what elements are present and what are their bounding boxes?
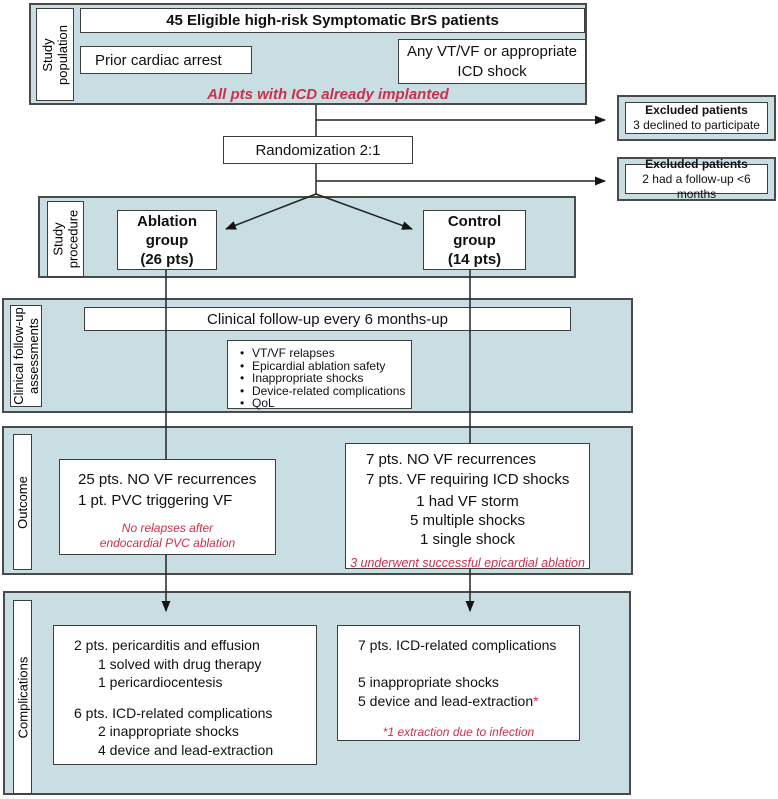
eligible-patients-box: 45 Eligible high-risk Symptomatic BrS pa…	[80, 8, 585, 33]
sidebar-label-line: Study	[40, 37, 55, 72]
assessment-item: Epicardial ablation safety	[234, 359, 407, 373]
outcome-section: Outcome 25 pts. NO VF recurrences 1 pt. …	[2, 426, 633, 575]
complication-line: 7 pts. ICD-related complications	[358, 637, 557, 653]
ablation-line: group	[145, 231, 189, 249]
excluded-patients-box-2: Excluded patients 2 had a follow-up <6 m…	[617, 157, 776, 201]
control-line: (14 pts)	[447, 250, 502, 268]
prior-cardiac-arrest-box: Prior cardiac arrest	[80, 46, 252, 74]
control-line: Control	[447, 212, 502, 230]
assessment-item: Inappropriate shocks	[234, 372, 407, 385]
complication-text: 5 device and lead-extraction	[358, 693, 534, 709]
complication-line: 5 inappropriate shocks	[358, 674, 499, 690]
assessment-item: VT/VF relapses	[234, 347, 407, 360]
excluded-2-title: Excluded patients	[645, 156, 748, 171]
complication-line: 1 pericardiocentesis	[98, 674, 223, 690]
outcome-subline: 1 had VF storm	[416, 493, 519, 510]
study-population-sidebar: Study population	[36, 8, 74, 101]
complications-ablation-box: 2 pts. pericarditis and effusion 1 solve…	[53, 625, 317, 765]
study-population-section: Study population 45 Eligible high-risk S…	[29, 3, 587, 105]
excluded-1-title: Excluded patients	[645, 103, 748, 117]
sidebar-label-line: Complications	[15, 656, 30, 738]
complication-line: 5 device and lead-extraction*	[358, 692, 579, 711]
vtvf-line: Any VT/VF or appropriate	[406, 42, 578, 60]
outcome-line: 25 pts. NO VF recurrences	[78, 471, 257, 488]
complications-control-note: *1 extraction due to infection	[358, 725, 579, 740]
ablation-line: (26 pts)	[140, 250, 194, 268]
note-line: endocardial PVC ablation	[99, 536, 236, 550]
assessment-item: Device-related complications	[234, 385, 407, 398]
complications-control-box: 7 pts. ICD-related complications 5 inapp…	[337, 625, 580, 741]
note-text: *1 extraction due to infection	[382, 725, 535, 739]
outcome-ablation-note: No relapses after endocardial PVC ablati…	[78, 521, 275, 551]
complication-line: 6 pts. ICD-related complications	[74, 704, 273, 721]
vtvf-shock-box: Any VT/VF or appropriate ICD shock	[398, 39, 586, 84]
eligible-patients-label: 45 Eligible high-risk Symptomatic BrS pa…	[166, 11, 499, 29]
ablation-line: Ablation	[137, 212, 197, 230]
outcome-subline: 5 multiple shocks	[409, 512, 526, 529]
complications-section: Complications 2 pts. pericarditis and ef…	[3, 591, 631, 795]
sidebar-label-line: Study	[50, 222, 66, 256]
control-line: group	[453, 231, 496, 249]
sidebar-label-line: assessments	[26, 318, 42, 394]
outcome-subline: 1 single shock	[419, 531, 516, 548]
outcome-control-box: 7 pts. NO VF recurrences 7 pts. VF requi…	[345, 443, 590, 570]
excluded-1-detail: 3 declined to participate	[633, 118, 760, 132]
footnote-star: *	[533, 693, 539, 709]
outcome-line: 7 pts. VF requiring ICD shocks	[366, 471, 570, 488]
sidebar-label-line: Clinical follow-up	[11, 307, 27, 405]
outcome-line: 7 pts. NO VF recurrences	[366, 451, 537, 468]
icd-implanted-note-text: All pts with ICD already implanted	[207, 86, 449, 103]
study-procedure-section: Study procedure Ablation group (26 pts) …	[38, 196, 576, 278]
complication-line: 2 inappropriate shocks	[98, 723, 239, 739]
followup-schedule-label: Clinical follow-up every 6 months-up	[207, 310, 448, 328]
complications-sidebar: Complications	[13, 600, 32, 794]
note-line: No relapses after	[121, 521, 214, 535]
sidebar-label-line: procedure	[65, 209, 81, 269]
followup-section: Clinical follow-up assessments Clinical …	[2, 298, 633, 413]
outcome-ablation-box: 25 pts. NO VF recurrences 1 pt. PVC trig…	[59, 459, 276, 555]
assessment-item: QoL	[234, 397, 407, 410]
followup-sidebar: Clinical follow-up assessments	[10, 305, 42, 407]
excluded-patients-box-1: Excluded patients 3 declined to particip…	[617, 95, 776, 141]
ablation-group-box: Ablation group (26 pts)	[117, 210, 217, 270]
followup-schedule-box: Clinical follow-up every 6 months-up	[84, 307, 571, 331]
sidebar-label-line: population	[55, 24, 70, 85]
outcome-line: 1 pt. PVC triggering VF	[78, 492, 233, 509]
sidebar-label-line: Outcome	[15, 475, 30, 529]
excluded-2-detail: 2 had a follow-up <6 months	[642, 171, 751, 201]
complication-line: 2 pts. pericarditis and effusion	[74, 637, 260, 653]
note-text: 3 underwent successful epicardial ablati…	[350, 556, 585, 570]
randomization-box: Randomization 2:1	[223, 136, 413, 164]
complication-line: 1 solved with drug therapy	[98, 655, 262, 672]
icd-implanted-note: All pts with ICD already implanted	[71, 86, 585, 103]
vtvf-line: ICD shock	[457, 62, 527, 80]
prior-cardiac-arrest-label: Prior cardiac arrest	[95, 51, 222, 69]
study-procedure-sidebar: Study procedure	[47, 201, 84, 277]
control-group-box: Control group (14 pts)	[423, 210, 526, 270]
assessments-list-box: VT/VF relapses Epicardial ablation safet…	[227, 340, 412, 410]
randomization-label: Randomization 2:1	[255, 141, 381, 159]
outcome-control-note: 3 underwent successful epicardial ablati…	[346, 556, 589, 570]
outcome-sidebar: Outcome	[13, 434, 32, 570]
complication-line: 4 device and lead-extraction	[98, 741, 274, 758]
